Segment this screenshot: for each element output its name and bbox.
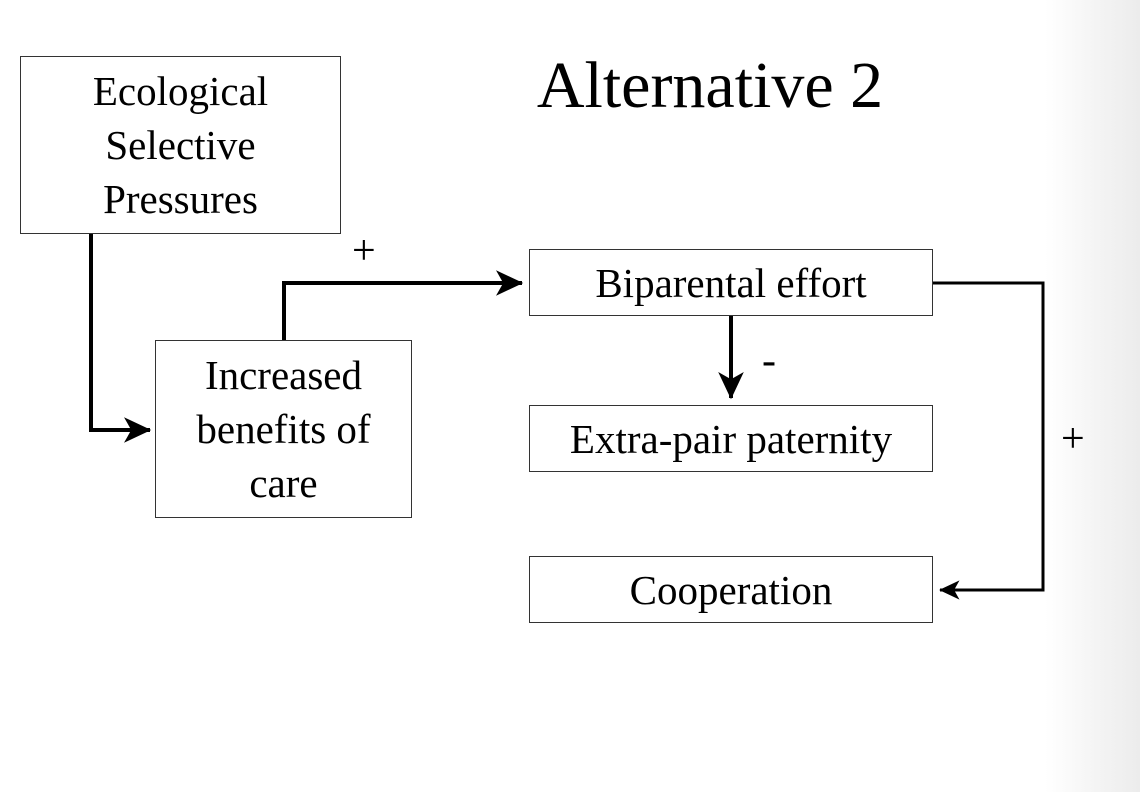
box-biparental-effort: Biparental effort bbox=[529, 249, 933, 316]
arrow-biparental-to-cooperation bbox=[933, 281, 1045, 600]
box-ecological-selective-pressures: Ecological Selective Pressures bbox=[20, 56, 341, 234]
box-extrapair-label: Extra-pair paternity bbox=[569, 415, 893, 462]
arrow-increased-to-biparental bbox=[282, 270, 524, 340]
sign-biparental-to-extrapair: - bbox=[762, 338, 776, 384]
box-cooperation-label: Cooperation bbox=[629, 566, 833, 613]
box-cooperation: Cooperation bbox=[529, 556, 933, 623]
slide-edge-shade bbox=[1045, 0, 1140, 792]
box-increased-benefits-label: Increased benefits of care bbox=[196, 352, 371, 506]
box-increased-benefits-of-care: Increased benefits of care bbox=[155, 340, 412, 518]
box-extra-pair-paternity: Extra-pair paternity bbox=[529, 405, 933, 472]
box-biparental-label: Biparental effort bbox=[595, 259, 867, 306]
sign-benefits-to-biparental: + bbox=[352, 228, 376, 274]
box-ecological-label: Ecological Selective Pressures bbox=[92, 68, 269, 222]
slide-title: Alternative 2 bbox=[536, 49, 884, 122]
sign-biparental-to-cooperation: + bbox=[1061, 416, 1085, 462]
arrow-ecological-to-increased bbox=[89, 234, 152, 443]
